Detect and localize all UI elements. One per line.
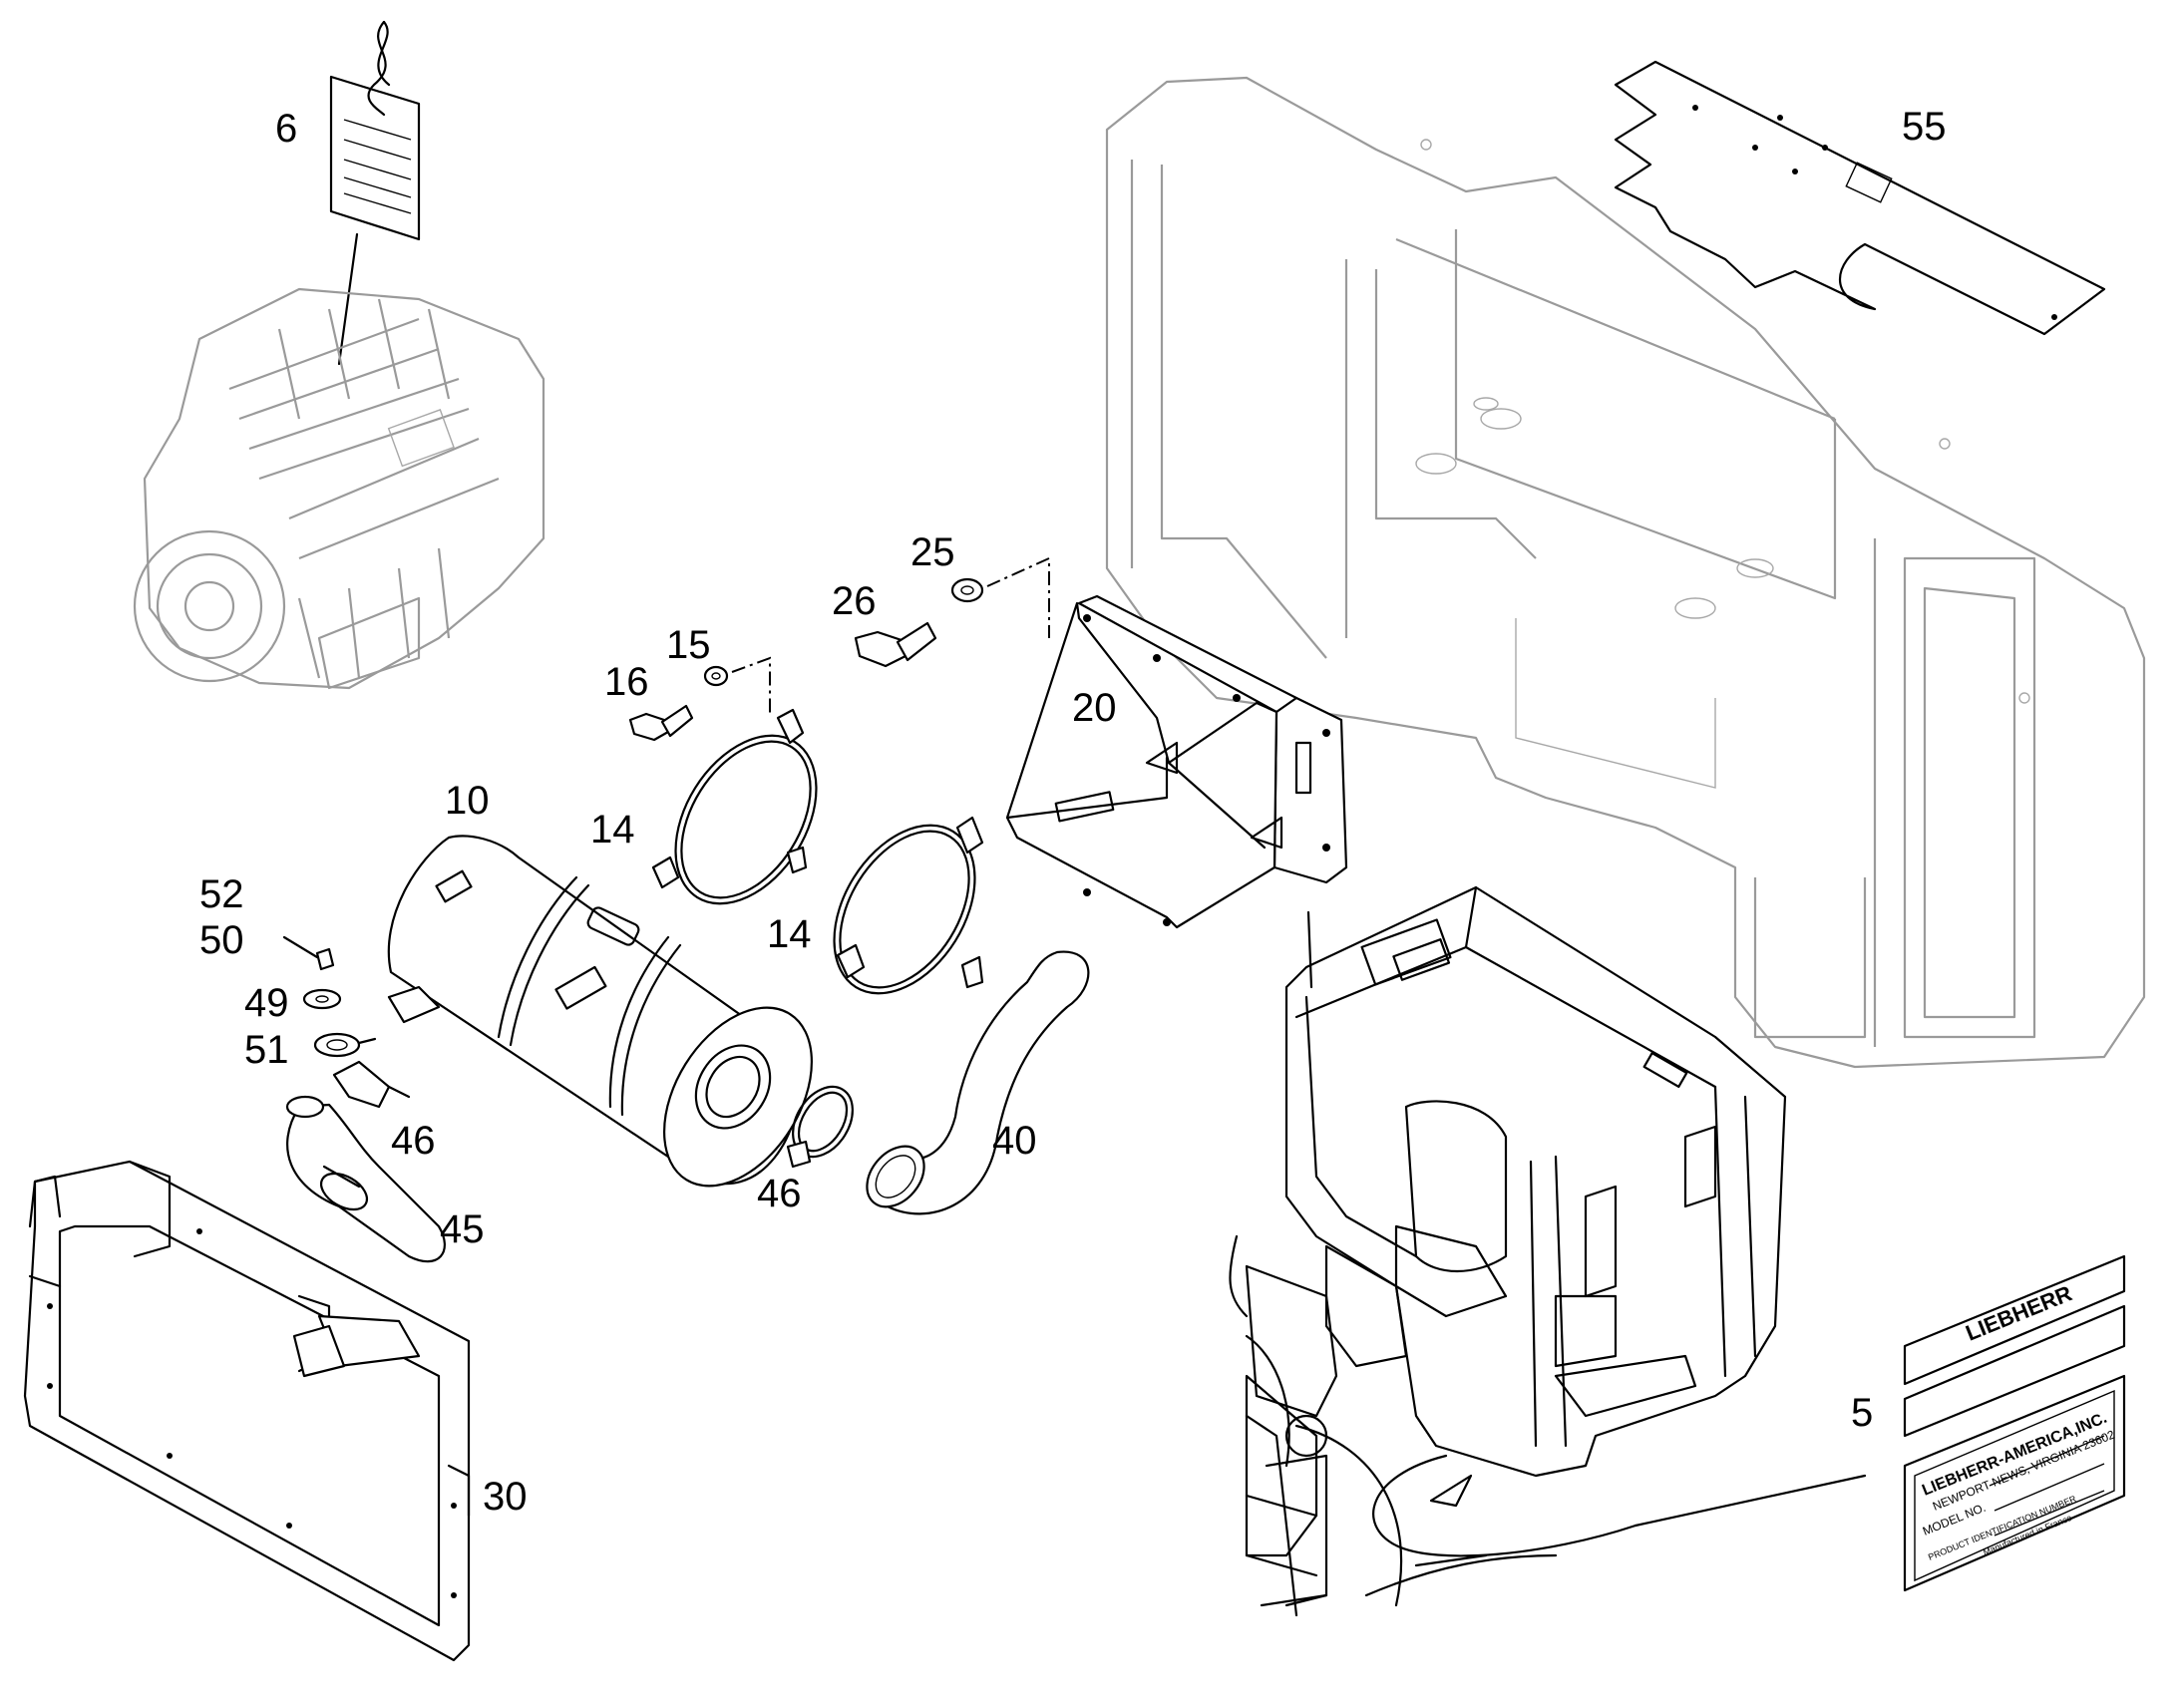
nameplate-america: LIEBHERR-AMERICA,INC. NEWPORT NEWS, VIRG… bbox=[1903, 1374, 2126, 1592]
callout-25: 25 bbox=[910, 530, 955, 574]
plug-50 bbox=[282, 935, 335, 971]
frame-30 bbox=[23, 1160, 471, 1662]
callout-45: 45 bbox=[440, 1207, 485, 1251]
callout-26: 26 bbox=[832, 579, 877, 623]
engine bbox=[133, 287, 545, 690]
callout-40: 40 bbox=[992, 1119, 1037, 1163]
callouts: 6 55 25 26 15 16 20 10 14 14 52 50 49 51… bbox=[199, 105, 1947, 1519]
nameplate-liebherr: LIEBHERR bbox=[1903, 1254, 2126, 1438]
fitting-51 bbox=[313, 1032, 377, 1058]
plate-55 bbox=[1614, 60, 2106, 336]
clamp-14-upper bbox=[651, 708, 818, 905]
bolt-26 bbox=[854, 621, 937, 668]
callout-14-upper: 14 bbox=[590, 808, 635, 852]
ident-tag-6 bbox=[329, 20, 421, 366]
axis-line-15 bbox=[731, 656, 771, 713]
callout-14-lower: 14 bbox=[767, 912, 812, 956]
callout-46-left: 46 bbox=[391, 1119, 436, 1163]
axis-line-25 bbox=[986, 556, 1050, 638]
bracket-20 bbox=[1005, 594, 1348, 929]
washer-25 bbox=[950, 577, 984, 603]
clamp-46-small bbox=[332, 1060, 411, 1109]
callout-16: 16 bbox=[604, 660, 649, 704]
callout-15: 15 bbox=[666, 623, 711, 667]
clamp-14-lower bbox=[833, 816, 984, 995]
operator-cab bbox=[1229, 885, 1867, 1617]
muffler-10 bbox=[387, 835, 814, 1188]
callout-50: 50 bbox=[199, 918, 244, 962]
counterweight bbox=[1105, 76, 2146, 1069]
callout-10: 10 bbox=[445, 779, 490, 823]
callout-5: 5 bbox=[1851, 1391, 1873, 1435]
callout-30: 30 bbox=[483, 1475, 528, 1519]
pipe-45 bbox=[285, 1095, 446, 1263]
callout-6: 6 bbox=[275, 107, 297, 151]
washer-49 bbox=[302, 988, 342, 1010]
callout-46-right: 46 bbox=[757, 1172, 802, 1215]
callout-52: 52 bbox=[199, 872, 244, 916]
callout-20: 20 bbox=[1072, 686, 1117, 730]
callout-49: 49 bbox=[244, 981, 289, 1025]
washer-15 bbox=[703, 665, 729, 687]
hose-40 bbox=[866, 950, 1090, 1215]
callout-51: 51 bbox=[244, 1028, 289, 1072]
bolt-16 bbox=[628, 704, 694, 742]
clamp-46-large bbox=[786, 1085, 854, 1169]
callout-55: 55 bbox=[1902, 105, 1947, 149]
